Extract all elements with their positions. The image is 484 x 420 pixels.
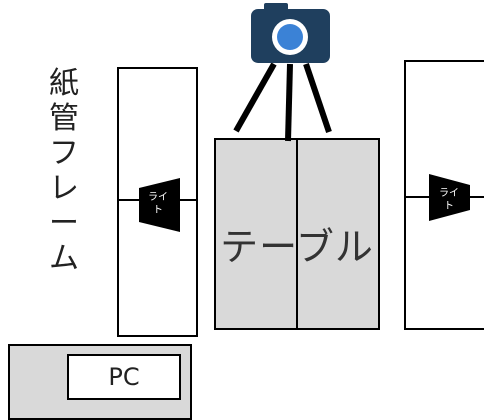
- tripod-right-leg: [303, 63, 332, 133]
- frame-label-char: ム: [49, 241, 79, 276]
- right-light-label-2: ト: [444, 201, 454, 212]
- pc-label: PC: [108, 363, 140, 391]
- table-left-half: [214, 138, 298, 330]
- table-right-half: [296, 138, 380, 330]
- frame-label-char: 管: [49, 101, 79, 136]
- light-icon: ライ ト: [139, 178, 180, 232]
- paper-tube-frame-label: 紙 管 フ レ ー ム: [44, 66, 84, 276]
- right-light-label-1: ライ: [439, 187, 459, 199]
- camera-tripod: [233, 62, 332, 142]
- tripod-center-leg: [285, 63, 293, 142]
- light-icon: ライ ト: [429, 174, 470, 221]
- tripod-left-leg: [233, 62, 277, 133]
- frame-label-char: ー: [49, 206, 79, 241]
- frame-label-char: フ: [49, 136, 79, 171]
- pc-box: PC: [67, 354, 181, 400]
- camera-icon: [251, 3, 330, 63]
- left-light-label-2: ト: [153, 205, 163, 216]
- table-label: テーブル: [220, 225, 374, 269]
- frame-label-char: レ: [49, 171, 79, 206]
- frame-label-char: 紙: [49, 66, 79, 101]
- left-light-label-1: ライ: [148, 191, 168, 203]
